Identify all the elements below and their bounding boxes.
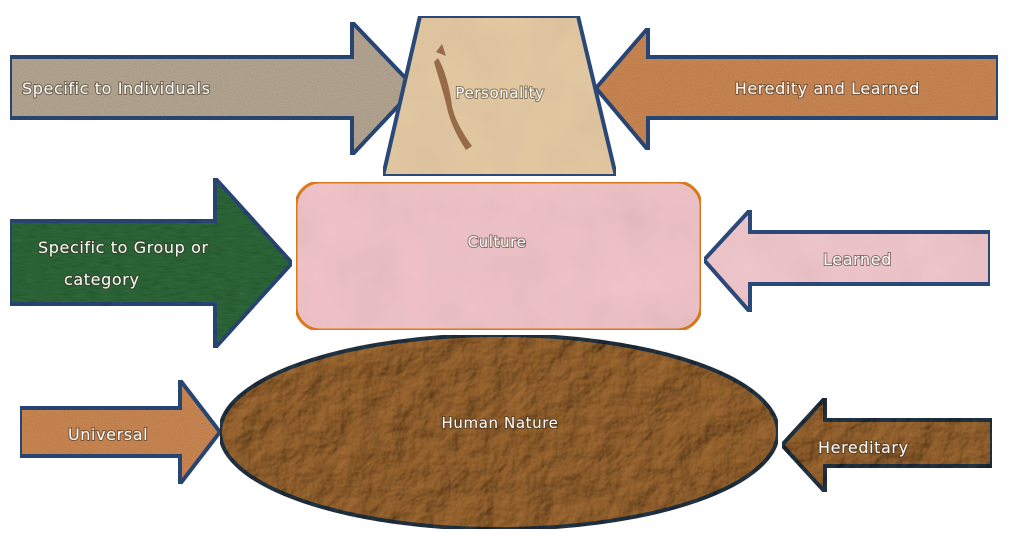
human-nature-ellipse xyxy=(220,335,778,529)
universal-label: Universal xyxy=(68,425,148,444)
personality-label: Personality xyxy=(455,84,544,102)
specific-to-group-label-line1: Specific to Group or xyxy=(38,238,209,257)
hereditary-label: Hereditary xyxy=(818,438,909,457)
culture-box xyxy=(296,182,701,330)
learned-label: Learned xyxy=(823,250,892,269)
specific-to-group-label-line2: category xyxy=(64,270,140,289)
specific-to-individuals-label: Specific to Individuals xyxy=(22,79,211,98)
culture-label: Culture xyxy=(468,233,527,251)
specific-to-group-arrow xyxy=(10,178,292,348)
heredity-and-learned-label: Heredity and Learned xyxy=(735,79,920,98)
human-nature-label: Human Nature xyxy=(442,414,559,432)
